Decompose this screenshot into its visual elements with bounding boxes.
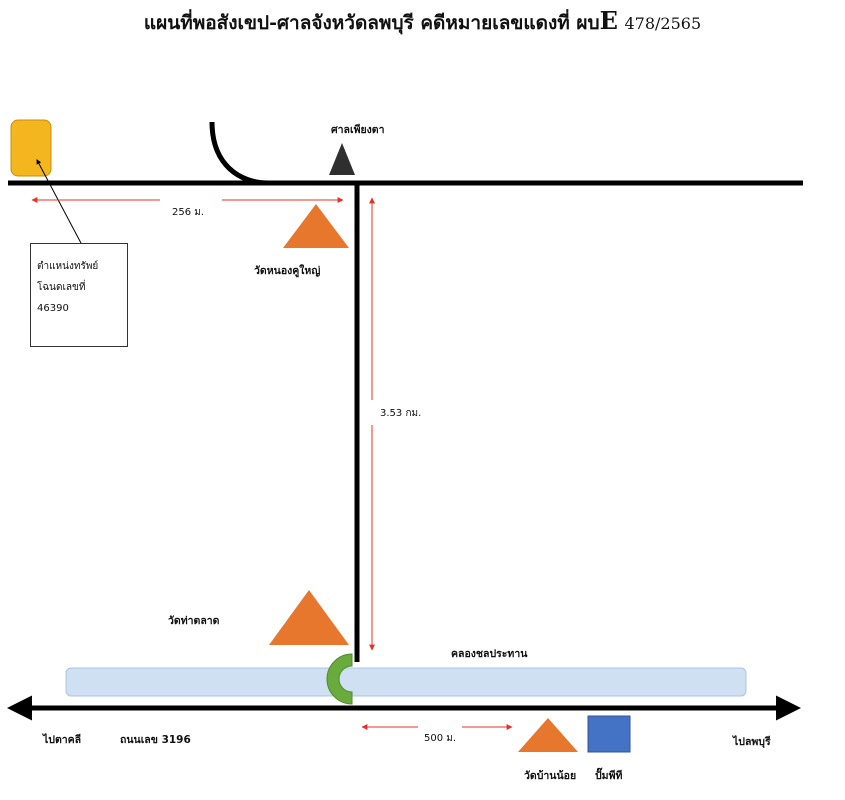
property-label-line1: ตำแหน่งทรัพย์	[37, 261, 99, 272]
to-takhli-label: ไปตาคลี	[43, 734, 82, 746]
property-deed-number: 46390	[37, 303, 69, 314]
pump-station-label: ปั๊มพีที	[595, 770, 623, 782]
title-main: แผนที่พอสังเขป-ศาลจังหวัดลพบุรี คดีหมายเ…	[143, 12, 600, 34]
distance-bottom-label: 500 ม.	[424, 733, 457, 744]
property-info-box: ตำแหน่งทรัพย์ โฉนดเลขที่ 46390	[30, 243, 128, 347]
irrigation-canal	[65, 667, 747, 697]
sala-label: ศาลเพียงตา	[331, 124, 385, 136]
to-lopburi-label: ไปลพบุรี	[733, 736, 771, 748]
title-code: E	[599, 6, 618, 35]
wat-nong-khu-yai-label: วัดหนองคูใหญ่	[254, 265, 321, 277]
map-title: แผนที่พอสังเขป-ศาลจังหวัดลพบุรี คดีหมายเ…	[0, 6, 845, 38]
property-label-line2: โฉนดเลขที่	[37, 282, 86, 293]
temple-ban-noi-icon	[518, 718, 578, 752]
road-number-label: ถนนเลข 3196	[120, 734, 191, 746]
property-pointer	[36, 159, 83, 246]
sala-marker-icon	[329, 143, 355, 175]
wat-tha-talat-label: วัดท่าตลาด	[168, 615, 220, 627]
canal-label: คลองชลประทาน	[451, 648, 528, 660]
curved-branch-road	[209, 121, 269, 186]
distance-vertical-label: 3.53 กม.	[380, 408, 422, 419]
temple-tha-talat-icon	[269, 590, 349, 645]
temple-nong-khu-yai-icon	[283, 204, 349, 248]
title-number: 478/2565	[624, 14, 702, 33]
pump-station-icon	[587, 715, 631, 753]
wat-ban-noi-label: วัดบ้านน้อย	[524, 770, 577, 782]
distance-top-label: 256 ม.	[172, 207, 205, 218]
property-marker	[10, 119, 52, 177]
